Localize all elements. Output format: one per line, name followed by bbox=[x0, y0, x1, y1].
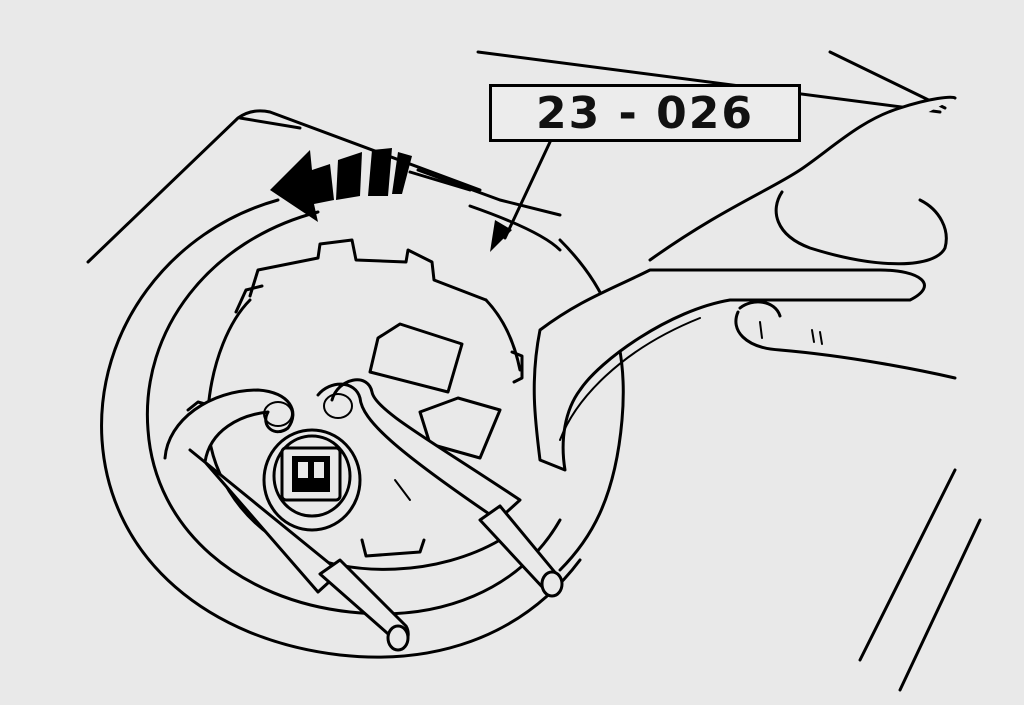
sender-plate bbox=[368, 322, 502, 501]
spanner-tool bbox=[532, 268, 926, 472]
electrical-connector bbox=[262, 428, 362, 532]
fuel-pipes bbox=[163, 378, 564, 652]
tool-number-label: 23 - 026 bbox=[489, 84, 801, 142]
hand bbox=[648, 95, 957, 380]
tank-outline bbox=[86, 50, 982, 692]
lock-ring bbox=[186, 238, 524, 571]
leader-arrow-icon bbox=[490, 140, 552, 252]
rotation-arrow-icon bbox=[270, 148, 562, 252]
tool-number-text: 23 - 026 bbox=[536, 87, 754, 139]
tank-opening-ring bbox=[100, 170, 625, 659]
